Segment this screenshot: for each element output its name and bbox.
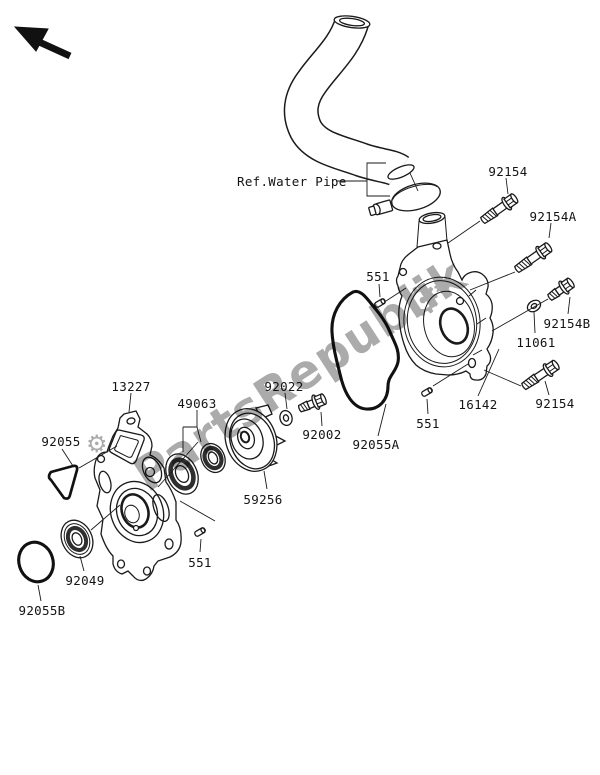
pin-551-right (420, 386, 434, 398)
bolt-92154-bottom (518, 357, 563, 394)
washer-11061 (526, 299, 542, 313)
pump-cover (93, 410, 182, 582)
direction-arrow-icon (13, 26, 72, 60)
bolt-92154-top (477, 190, 521, 228)
part-label-92055: 92055 (41, 434, 80, 449)
bolt-92154a (511, 239, 555, 277)
part-label-59256: 59256 (243, 492, 282, 507)
part-label-16142: 16142 (458, 397, 497, 412)
o-ring-large (17, 540, 55, 584)
pin-551-bottom (193, 526, 207, 538)
part-label-92055a: 92055A (353, 437, 400, 452)
part-label-551-bottom: 551 (188, 555, 211, 570)
part-label-92154-bottom: 92154 (535, 396, 574, 411)
part-label-551-right: 551 (416, 416, 439, 431)
part-label-92022: 92022 (264, 379, 303, 394)
oil-seal (60, 519, 94, 559)
part-label-11061: 11061 (516, 335, 555, 350)
bearing-set (165, 442, 226, 495)
part-label-551-top: 551 (366, 269, 389, 284)
part-labels: Ref.Water Pipe 92154 92154A 92154B 11061… (19, 164, 591, 618)
ref-water-pipe-label: Ref.Water Pipe (237, 174, 347, 189)
part-label-13227: 13227 (111, 379, 150, 394)
pin-551-top (373, 297, 387, 309)
part-label-92049: 92049 (65, 573, 104, 588)
bolt-92154b (544, 274, 578, 305)
part-label-49063: 49063 (177, 396, 216, 411)
part-label-92154a: 92154A (530, 209, 577, 224)
bolt-92002 (295, 390, 329, 417)
leader-lines (37, 162, 571, 602)
washer-92022 (279, 409, 293, 427)
water-pipe-hose (283, 15, 415, 187)
impeller (224, 404, 287, 472)
o-ring-triangular (47, 464, 79, 500)
part-label-92154b: 92154B (544, 316, 591, 331)
part-label-92154-top: 92154 (488, 164, 527, 179)
part-label-92002: 92002 (302, 427, 341, 442)
part-label-92055b: 92055B (19, 603, 66, 618)
pump-cover-gasket (330, 289, 400, 411)
pump-body (395, 211, 494, 381)
hose-clamp (368, 182, 441, 217)
